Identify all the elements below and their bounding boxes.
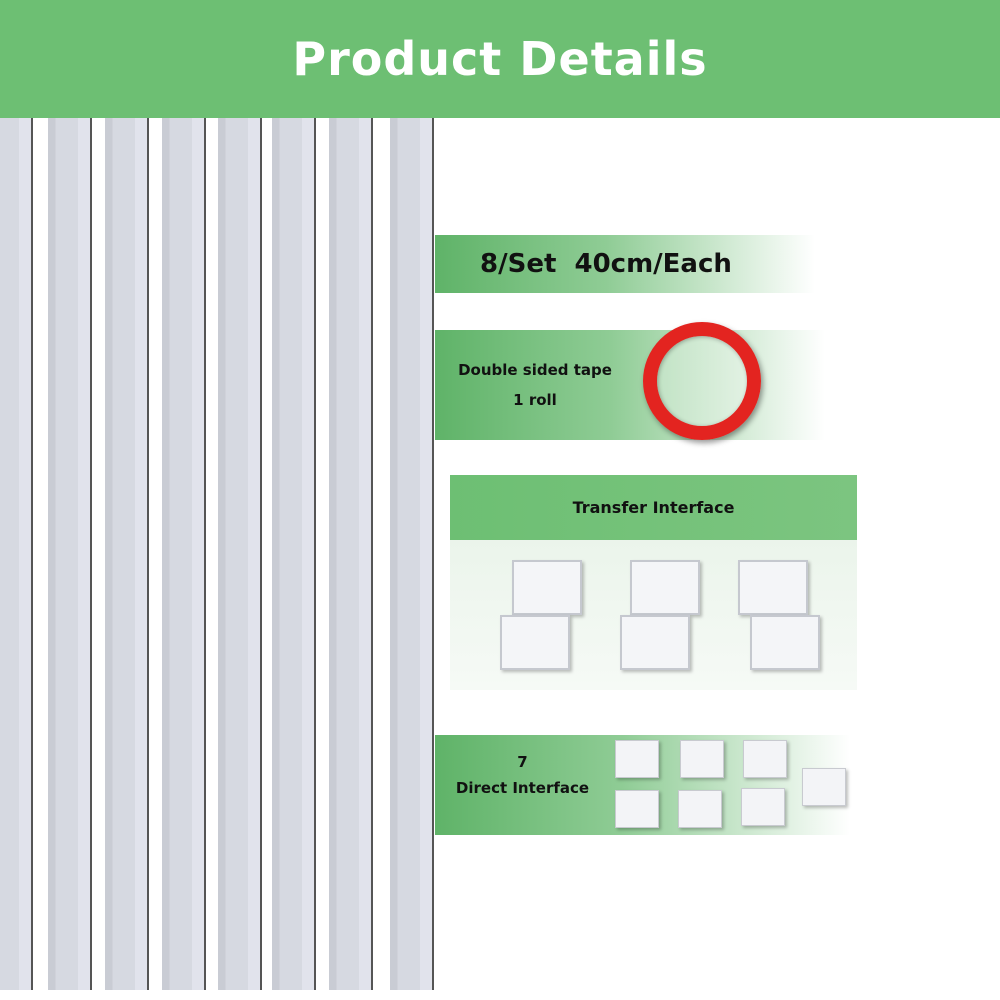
corner-connector <box>750 615 820 670</box>
direct-connector <box>743 740 787 778</box>
corner-connector <box>738 560 808 615</box>
set-info-text: 8/Set 40cm/Each <box>480 249 732 279</box>
direct-connector <box>615 790 659 828</box>
tape-label: Double sided tape <box>458 361 612 379</box>
corner-connector <box>512 560 582 615</box>
corner-connector <box>630 560 700 615</box>
corner-connector <box>620 615 690 670</box>
cable-strip <box>272 118 316 990</box>
tape-quantity: 1 roll <box>513 391 557 409</box>
cable-strip <box>48 118 92 990</box>
direct-count: 7 <box>517 753 528 771</box>
set-info-banner: 8/Set 40cm/Each <box>435 235 815 293</box>
cable-strip <box>390 118 434 990</box>
header-banner: Product Details <box>0 0 1000 118</box>
tape-banner: Double sided tape 1 roll <box>435 330 825 440</box>
direct-connector <box>680 740 724 778</box>
cable-strip <box>105 118 149 990</box>
cable-strip <box>218 118 262 990</box>
transfer-interface-title: Transfer Interface <box>450 475 857 540</box>
cable-strip <box>0 118 33 990</box>
page-title: Product Details <box>292 32 708 86</box>
direct-connector <box>615 740 659 778</box>
cable-strip <box>329 118 373 990</box>
direct-connector <box>802 768 846 806</box>
transfer-interface-panel: Transfer Interface <box>450 475 857 690</box>
tape-roll-image <box>643 322 761 440</box>
direct-connector <box>741 788 785 826</box>
corner-connector <box>500 615 570 670</box>
cable-strip <box>162 118 206 990</box>
direct-label: Direct Interface <box>455 779 590 797</box>
direct-connector <box>678 790 722 828</box>
